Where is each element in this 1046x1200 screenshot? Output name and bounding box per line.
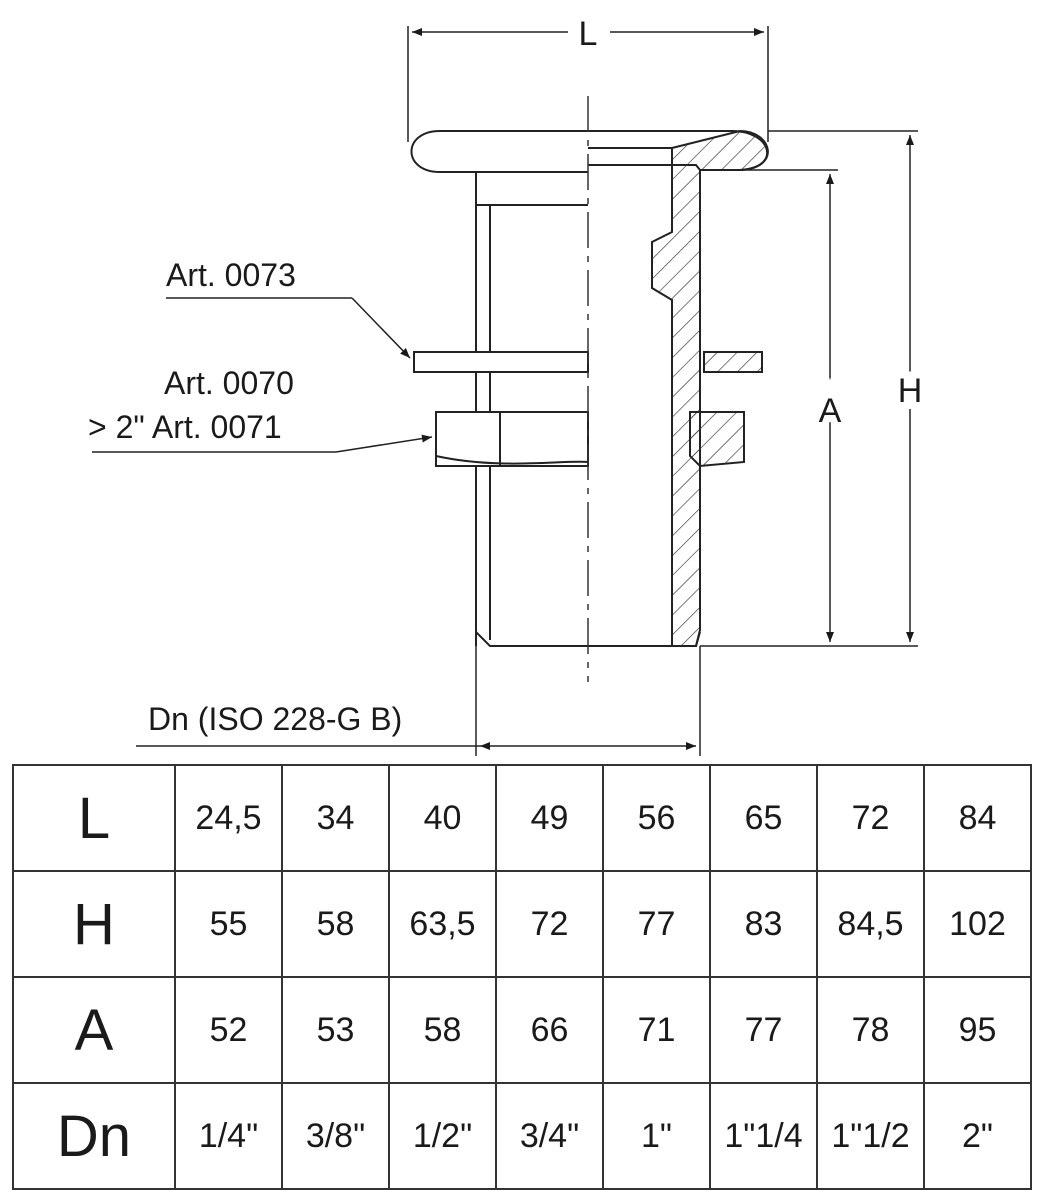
dim-L-label: L	[579, 15, 598, 53]
callout-nut-leader	[92, 434, 433, 453]
table-cell: 1"	[602, 1082, 711, 1190]
dim-H-label: H	[898, 372, 923, 410]
table-cell: 2"	[923, 1082, 1032, 1190]
table-cell: 1"1/4	[709, 1082, 818, 1190]
row-header: L	[12, 764, 176, 872]
table-cell: 72	[816, 764, 925, 872]
table-cell: 66	[495, 976, 604, 1084]
table-cell: 1"1/2	[816, 1082, 925, 1190]
table-cell: 84,5	[816, 870, 925, 978]
dimension-H	[700, 130, 918, 647]
table-cell: 78	[816, 976, 925, 1084]
table-cell: 95	[923, 976, 1032, 1084]
nut	[435, 411, 745, 468]
table-cell: 58	[281, 870, 390, 978]
row-header: Dn	[12, 1082, 176, 1190]
dimension-Dn	[136, 646, 701, 756]
row-header: H	[12, 870, 176, 978]
table-cell: 53	[281, 976, 390, 1084]
table-cell: 34	[281, 764, 390, 872]
dimensions-table: L 24,5 34 40 49 56 65 72 84 H 55 58 63,5…	[12, 764, 1032, 1190]
dim-Dn-label: Dn (ISO 228-G B)	[148, 701, 402, 737]
table-cell: 71	[602, 976, 711, 1084]
table-row-A: A 52 53 58 66 71 77 78 95	[12, 976, 1032, 1084]
row-header: A	[12, 976, 176, 1084]
callout-nut-label-1: Art. 0070	[164, 365, 294, 401]
table-cell: 24,5	[174, 764, 283, 872]
table-cell: 3/8"	[281, 1082, 390, 1190]
table-cell: 77	[602, 870, 711, 978]
callout-washer-label: Art. 0073	[166, 257, 296, 293]
fitting-body	[410, 129, 769, 647]
callout-nut-label-2: > 2" Art. 0071	[88, 409, 282, 445]
dim-A-label: A	[819, 392, 842, 430]
table-cell: 3/4"	[495, 1082, 604, 1190]
dimension-L	[407, 26, 769, 142]
table-cell: 56	[602, 764, 711, 872]
callout-washer-leader	[166, 297, 411, 359]
technical-drawing: L H A Dn (ISO 228-G B) Art. 0073 Art. 00…	[88, 15, 923, 756]
table-row-H: H 55 58 63,5 72 77 83 84,5 102	[12, 870, 1032, 978]
table-cell: 65	[709, 764, 818, 872]
dimension-A	[740, 169, 838, 642]
table-cell: 55	[174, 870, 283, 978]
table-cell: 40	[388, 764, 497, 872]
table-cell: 1/4"	[174, 1082, 283, 1190]
table-cell: 77	[709, 976, 818, 1084]
table-row-L: L 24,5 34 40 49 56 65 72 84	[12, 764, 1032, 872]
table-cell: 52	[174, 976, 283, 1084]
table-cell: 49	[495, 764, 604, 872]
table-cell: 63,5	[388, 870, 497, 978]
table-cell: 1/2"	[388, 1082, 497, 1190]
table-row-Dn: Dn 1/4" 3/8" 1/2" 3/4" 1" 1"1/4 1"1/2 2"	[12, 1082, 1032, 1190]
table-cell: 102	[923, 870, 1032, 978]
table-cell: 58	[388, 976, 497, 1084]
table-cell: 72	[495, 870, 604, 978]
table-cell: 84	[923, 764, 1032, 872]
table-cell: 83	[709, 870, 818, 978]
